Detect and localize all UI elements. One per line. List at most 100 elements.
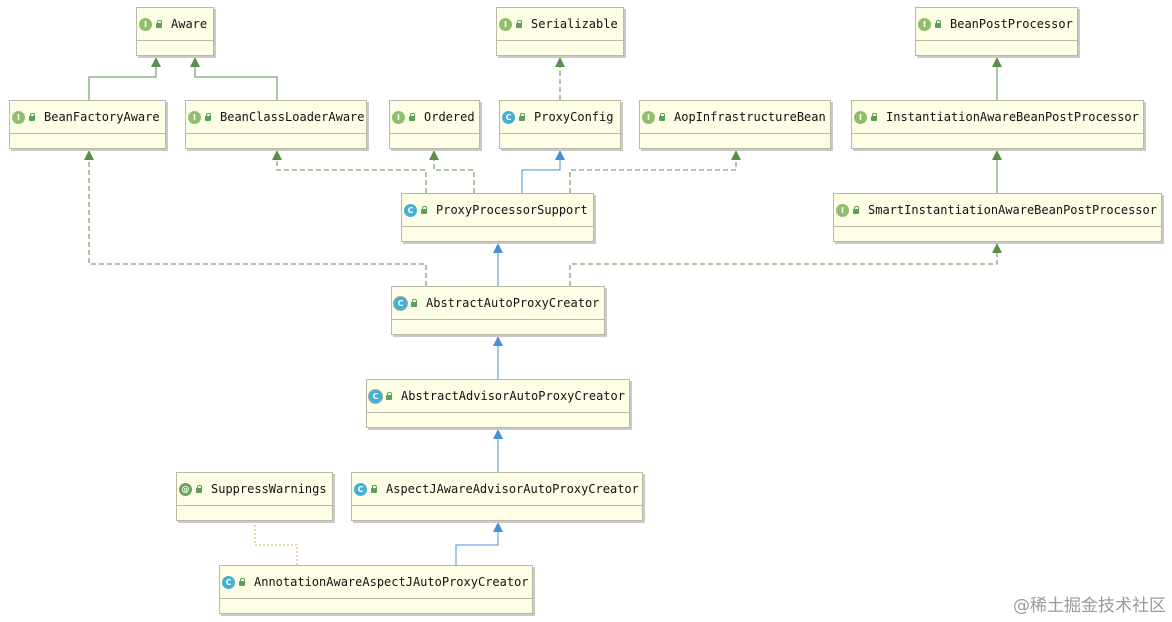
edge-line xyxy=(88,150,427,286)
edge-line xyxy=(254,522,298,565)
class-name: Serializable xyxy=(531,17,618,31)
edge-aapc-to-bfa xyxy=(84,150,427,286)
interface-icon: I xyxy=(642,110,655,124)
public-lock-icon xyxy=(410,298,419,308)
public-lock-icon xyxy=(204,112,213,122)
class-box-ordered[interactable]: I Ordered xyxy=(389,100,480,149)
class-name: BeanPostProcessor xyxy=(950,17,1073,31)
arrowhead xyxy=(272,150,282,160)
edge-proxyconfig-to-serializable xyxy=(555,57,565,100)
edge-bfa-to-aware xyxy=(88,57,161,100)
class-name: BeanClassLoaderAware xyxy=(220,110,365,124)
edge-iabpp-to-bpp xyxy=(992,57,1002,100)
public-lock-icon xyxy=(238,577,247,587)
class-box-ajaaapc[interactable]: C AspectJAwareAdvisorAutoProxyCreator xyxy=(351,472,643,521)
arrowhead xyxy=(84,150,94,160)
edge-line xyxy=(455,522,499,565)
public-lock-icon xyxy=(870,112,879,122)
class-box-header: C ProxyProcessorSupport xyxy=(402,194,593,227)
class-box-header: I Serializable xyxy=(497,8,623,41)
annotation-icon: @ xyxy=(179,482,192,496)
public-lock-icon xyxy=(934,19,943,29)
edge-siabpp-to-iabpp xyxy=(992,150,1002,193)
arrowhead xyxy=(555,150,565,160)
class-box-pps[interactable]: C ProxyProcessorSupport xyxy=(401,193,594,242)
edge-aapc-to-pps xyxy=(493,243,503,286)
class-box-serializable[interactable]: I Serializable xyxy=(496,7,624,56)
class-icon: C xyxy=(502,110,515,124)
arrowhead xyxy=(190,57,200,67)
public-lock-icon xyxy=(420,205,429,215)
class-box-header: I BeanFactoryAware xyxy=(10,101,165,134)
class-box-header: I AopInfrastructureBean xyxy=(640,101,830,134)
arrowhead xyxy=(493,522,503,532)
class-name: SuppressWarnings xyxy=(211,482,327,496)
edge-pps-to-proxyconfig xyxy=(521,150,565,193)
class-box-header: I BeanPostProcessor xyxy=(916,8,1077,41)
edge-aaajapc-to-sw xyxy=(254,522,298,565)
class-icon: C xyxy=(404,203,417,217)
arrowhead xyxy=(992,243,1002,253)
edge-line xyxy=(569,150,737,193)
class-box-aapc[interactable]: C AbstractAutoProxyCreator xyxy=(391,286,605,335)
public-lock-icon xyxy=(370,484,379,494)
edge-line xyxy=(521,150,561,193)
edge-line xyxy=(433,150,475,193)
public-lock-icon xyxy=(515,19,524,29)
class-name: AbstractAdvisorAutoProxyCreator xyxy=(401,389,625,403)
class-box-header: C AbstractAdvisorAutoProxyCreator xyxy=(367,380,629,413)
class-name: BeanFactoryAware xyxy=(44,110,160,124)
class-name: AopInfrastructureBean xyxy=(674,110,826,124)
abstract-icon: C xyxy=(369,389,382,403)
class-name: AbstractAutoProxyCreator xyxy=(426,296,600,310)
arrowhead xyxy=(493,336,503,346)
interface-icon: I xyxy=(12,110,25,124)
arrowhead xyxy=(493,243,503,253)
public-lock-icon xyxy=(195,484,204,494)
edge-aaajapc-to-ajaaapc xyxy=(455,522,503,565)
public-lock-icon xyxy=(518,112,527,122)
interface-icon: I xyxy=(836,203,849,217)
class-box-header: C AbstractAutoProxyCreator xyxy=(392,287,604,320)
interface-icon: I xyxy=(392,110,405,124)
class-box-sw[interactable]: @ SuppressWarnings xyxy=(176,472,333,521)
class-name: InstantiationAwareBeanPostProcessor xyxy=(886,110,1139,124)
class-icon: C xyxy=(354,482,367,496)
interface-icon: I xyxy=(918,17,931,31)
class-box-bfa[interactable]: I BeanFactoryAware xyxy=(9,100,166,149)
edge-pps-to-bcla xyxy=(272,150,427,193)
class-box-aib[interactable]: I AopInfrastructureBean xyxy=(639,100,831,149)
edge-line xyxy=(569,243,998,286)
edge-ajaaapc-to-aaapc xyxy=(493,429,503,472)
class-box-bpp[interactable]: I BeanPostProcessor xyxy=(915,7,1078,56)
public-lock-icon xyxy=(385,391,394,401)
class-name: AspectJAwareAdvisorAutoProxyCreator xyxy=(386,482,639,496)
edge-aapc-to-siabpp xyxy=(569,243,1002,286)
class-box-header: @ SuppressWarnings xyxy=(177,473,332,506)
public-lock-icon xyxy=(155,19,164,29)
edge-line xyxy=(88,57,157,100)
public-lock-icon xyxy=(658,112,667,122)
abstract-icon: C xyxy=(394,296,407,310)
class-name: Ordered xyxy=(424,110,475,124)
arrowhead xyxy=(731,150,741,160)
class-name: ProxyProcessorSupport xyxy=(436,203,588,217)
edge-pps-to-ordered xyxy=(429,150,475,193)
class-box-aaapc[interactable]: C AbstractAdvisorAutoProxyCreator xyxy=(366,379,630,428)
arrowhead xyxy=(429,150,439,160)
interface-icon: I xyxy=(499,17,512,31)
public-lock-icon xyxy=(28,112,37,122)
class-icon: C xyxy=(222,575,235,589)
